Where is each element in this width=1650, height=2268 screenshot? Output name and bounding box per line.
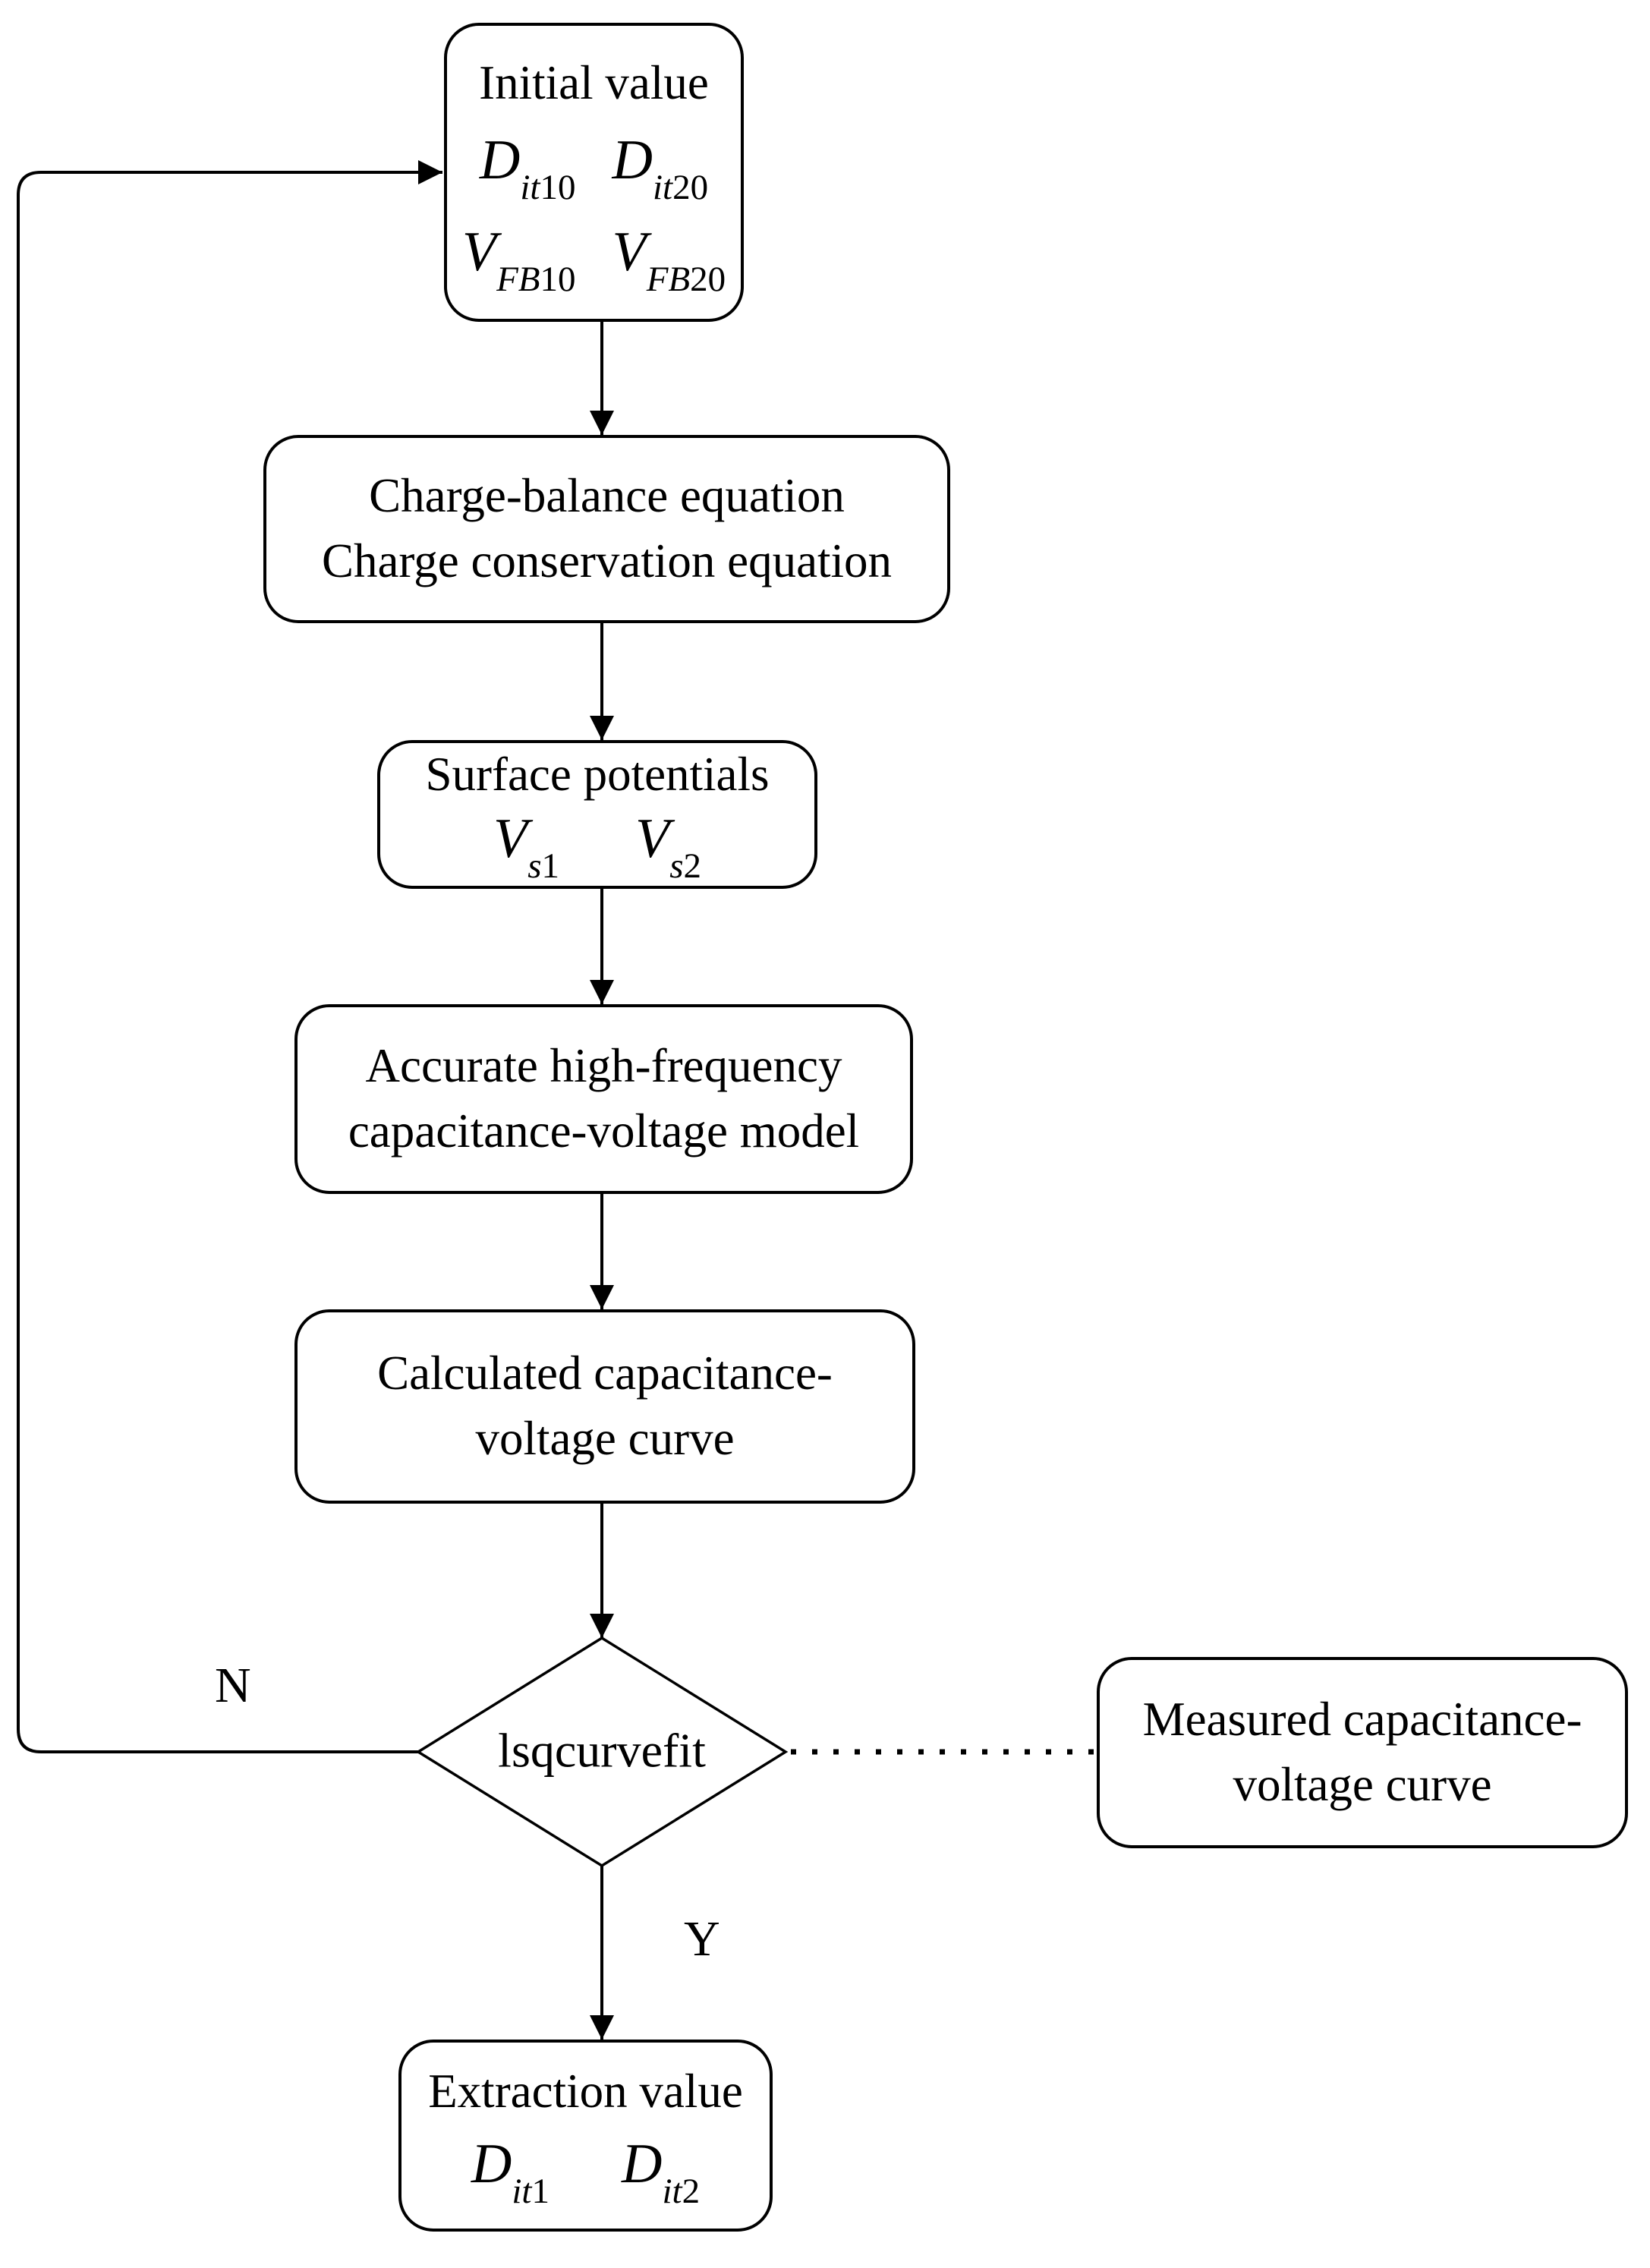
measured-curve-line2: voltage curve (1233, 1758, 1492, 1811)
feedback-path-n (17, 160, 442, 1753)
node-charge-equations: Charge-balance equation Charge conservat… (263, 435, 950, 623)
calculated-curve-line2: voltage curve (475, 1412, 735, 1465)
decision-diamond-shape (415, 1636, 789, 1868)
math-symbol-dit10: Dit10 (479, 128, 576, 207)
math-symbol-dit2: Dit2 (622, 2132, 701, 2211)
branch-label-no: N (215, 1658, 251, 1713)
node-measured-curve: Measured capacitance- voltage curve (1097, 1657, 1628, 1848)
node-calculated-curve: Calculated capacitance- voltage curve (294, 1309, 915, 1504)
cv-model-line1: Accurate high-frequency (365, 1039, 842, 1093)
extraction-value-row: Dit1 Dit2 (471, 2132, 700, 2212)
surface-potentials-row: Vs1 Vs2 (493, 807, 701, 887)
node-cv-model: Accurate high-frequency capacitance-volt… (294, 1004, 913, 1194)
surface-potentials-title: Surface potentials (425, 747, 770, 801)
math-symbol-vfb20: VFB20 (612, 220, 726, 299)
branch-label-yes: Y (684, 1911, 720, 1967)
extraction-value-title: Extraction value (428, 2065, 743, 2118)
charge-equation-line2: Charge conservation equation (321, 534, 893, 587)
node-extraction-value: Extraction value Dit1 Dit2 (398, 2040, 773, 2232)
decision-lsqcurvefit-label: lsqcurvefit (498, 1723, 706, 1778)
initial-value-row1: Dit10 Dit20 (480, 128, 708, 208)
initial-value-row2: VFB10 VFB20 (462, 220, 726, 300)
cv-model-line2: capacitance-voltage model (348, 1104, 860, 1158)
math-symbol-vs1: Vs1 (493, 808, 559, 887)
math-symbol-dit20: Dit20 (612, 128, 709, 207)
math-symbol-vs2: Vs2 (635, 808, 701, 887)
node-surface-potentials: Surface potentials Vs1 Vs2 (377, 740, 817, 889)
math-symbol-vfb10: VFB10 (461, 220, 576, 299)
math-symbol-dit1: Dit1 (471, 2132, 549, 2211)
charge-equation-line1: Charge-balance equation (369, 469, 845, 523)
calculated-curve-line1: Calculated capacitance- (377, 1347, 833, 1400)
node-initial-value: Initial value Dit10 Dit20 VFB10 VFB20 (444, 23, 744, 322)
measured-curve-line1: Measured capacitance- (1142, 1693, 1582, 1747)
initial-value-title: Initial value (479, 56, 709, 110)
